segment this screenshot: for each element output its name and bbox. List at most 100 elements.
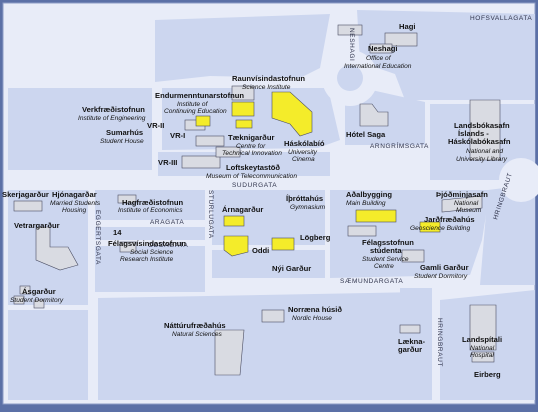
street-sturlugata: STURLUGATA xyxy=(207,190,214,239)
place-gamli-gardur[interactable]: Gamli Garður Student Dormitory xyxy=(414,263,469,280)
place-ithrottahus[interactable]: Íþróttahús Gymnasium xyxy=(286,194,326,211)
place-vr-i[interactable]: VR-I xyxy=(170,131,185,140)
svg-text:Social Science: Social Science xyxy=(130,249,174,256)
svg-text:Loftskeytastöð: Loftskeytastöð xyxy=(226,163,280,172)
place-raunvisindastofnun[interactable]: Raunvísindastofnun Science Institute xyxy=(232,74,305,91)
svg-text:Office of: Office of xyxy=(366,55,392,62)
place-sumarhus[interactable]: Sumarhús Student House xyxy=(100,128,144,145)
svg-text:Háskólabókasafn: Háskólabókasafn xyxy=(448,137,511,146)
svg-text:Aðalbygging: Aðalbygging xyxy=(346,190,392,199)
label-number-14: 14 xyxy=(113,228,122,237)
place-hjonagardar[interactable]: Hjónagarðar Married Students Housing xyxy=(50,190,101,214)
place-vr-iii[interactable]: VR-III xyxy=(158,158,177,167)
place-vr-ii[interactable]: VR-II xyxy=(147,121,164,130)
svg-text:Raunvísindastofnun: Raunvísindastofnun xyxy=(232,74,305,83)
svg-text:Museum of Telecommunication: Museum of Telecommunication xyxy=(206,173,297,180)
place-felagsvisindastofnun[interactable]: Félagsvísindastofnun Social Science Rese… xyxy=(108,239,186,263)
street-aragata: ARAGATA xyxy=(150,219,184,226)
street-arngrimsgata: ARNGRÍMSGATA xyxy=(370,141,429,150)
svg-text:Natural Sciences: Natural Sciences xyxy=(172,331,223,338)
street-saemundargata: SÆMUNDARGATA xyxy=(340,278,403,285)
svg-text:Landsbókasafn: Landsbókasafn xyxy=(454,121,510,130)
place-eirberg[interactable]: Eirberg xyxy=(474,370,501,379)
svg-text:Háskólabíó: Háskólabíó xyxy=(284,139,325,148)
svg-text:Institute of: Institute of xyxy=(177,101,209,108)
place-nyi-gardur[interactable]: Nýi Garður xyxy=(272,264,311,273)
svg-text:Neshagi: Neshagi xyxy=(368,44,398,53)
place-felagsstofnun[interactable]: Félagsstofnun stúdenta Student Service C… xyxy=(362,238,414,270)
street-oddagata: ODDAGATA xyxy=(148,242,188,249)
svg-text:Ásgarður: Ásgarður xyxy=(22,287,56,296)
svg-text:National and: National and xyxy=(466,148,503,155)
svg-text:Gymnasium: Gymnasium xyxy=(290,204,326,211)
place-jardfraedahus[interactable]: Jarðfræðahús Geoscience Building xyxy=(410,215,475,232)
svg-text:garður: garður xyxy=(398,345,422,354)
svg-text:Centre: Centre xyxy=(374,263,394,270)
place-asgardur[interactable]: Ásgarður Student Dormitory xyxy=(10,287,64,304)
svg-text:Housing: Housing xyxy=(62,207,87,214)
city-blocks xyxy=(8,10,535,400)
svg-text:Norræna húsið: Norræna húsið xyxy=(288,305,342,314)
svg-text:Tæknigarður: Tæknigarður xyxy=(228,133,274,142)
place-landspitali[interactable]: Landspítali National Hospital xyxy=(462,335,502,359)
place-arnagardur[interactable]: Árnagarður xyxy=(222,205,263,214)
svg-text:Sumarhús: Sumarhús xyxy=(106,128,143,137)
svg-text:Research Institute: Research Institute xyxy=(120,256,173,263)
svg-text:Main Building: Main Building xyxy=(346,200,386,207)
svg-text:Centre for: Centre for xyxy=(236,143,266,150)
place-hagi[interactable]: Hagi xyxy=(399,22,415,31)
street-hofsvallagata: HOFSVALLAGATA xyxy=(470,15,532,22)
svg-text:Náttúrufræðahús: Náttúrufræðahús xyxy=(164,321,226,330)
place-natturufraedihus[interactable]: Náttúrufræðahús Natural Sciences xyxy=(164,321,226,338)
svg-text:Íslands -: Íslands - xyxy=(458,129,489,138)
svg-text:Hagi: Hagi xyxy=(399,22,415,31)
svg-text:Nordic House: Nordic House xyxy=(292,315,332,322)
place-skerjagardur[interactable]: Skerjagarður xyxy=(2,190,49,199)
place-vetrargardur[interactable]: Vetrargarður xyxy=(14,221,60,230)
svg-text:Married Students: Married Students xyxy=(50,200,101,207)
svg-text:Landspítali: Landspítali xyxy=(462,335,502,344)
svg-text:Museum: Museum xyxy=(456,207,482,214)
svg-text:Jarðfræðahús: Jarðfræðahús xyxy=(424,215,475,224)
buildings xyxy=(13,24,501,376)
svg-text:Institute of Economics: Institute of Economics xyxy=(118,207,183,214)
svg-text:University: University xyxy=(288,149,318,156)
svg-text:Technical Innovation: Technical Innovation xyxy=(222,150,282,157)
svg-text:National: National xyxy=(454,200,479,207)
svg-text:Gamli Garður: Gamli Garður xyxy=(420,263,469,272)
place-oddi[interactable]: Oddi xyxy=(252,246,269,255)
street-neshagi: NESHAGI xyxy=(348,28,355,61)
svg-text:Continuing Education: Continuing Education xyxy=(164,108,227,115)
place-norraena-husid[interactable]: Norræna húsið Nordic House xyxy=(288,305,342,322)
svg-text:Cinema: Cinema xyxy=(292,156,315,163)
place-taeknigardur[interactable]: Tæknigarður Centre for Technical Innovat… xyxy=(222,133,282,157)
svg-text:Institute of Engineering: Institute of Engineering xyxy=(78,115,146,122)
svg-text:stúdenta: stúdenta xyxy=(370,246,402,255)
place-haskolabio[interactable]: Háskólabíó University Cinema xyxy=(284,139,325,163)
svg-text:Félagsvísindastofnun: Félagsvísindastofnun xyxy=(108,239,186,248)
svg-text:Félagsstofnun: Félagsstofnun xyxy=(362,238,414,247)
place-landsbokasafn[interactable]: Landsbókasafn Íslands - Háskólabókasafn … xyxy=(448,121,511,163)
svg-text:Lækna-: Lækna- xyxy=(398,337,425,346)
place-loftskeytastod[interactable]: Loftskeytastöð Museum of Telecommunicati… xyxy=(206,163,297,180)
place-laeknagardur[interactable]: Lækna- garður xyxy=(398,337,425,354)
place-thjodminjasafn[interactable]: Þjóðminjasafn National Museum xyxy=(436,190,488,214)
place-hagfraedistofnun[interactable]: Hagfræðistofnun Institute of Economics xyxy=(118,198,184,214)
svg-text:Hospital: Hospital xyxy=(470,352,494,359)
svg-text:Geoscience Building: Geoscience Building xyxy=(410,225,470,232)
svg-text:Hagfræðistofnun: Hagfræðistofnun xyxy=(122,198,184,207)
university-buildings xyxy=(195,91,441,257)
svg-text:Verkfræðistofnun: Verkfræðistofnun xyxy=(82,105,145,114)
svg-text:Íþróttahús: Íþróttahús xyxy=(286,194,323,203)
svg-text:Science Institute: Science Institute xyxy=(242,84,291,91)
place-verkfraedistofnun[interactable]: Verkfræðistofnun Institute of Engineerin… xyxy=(78,105,146,122)
place-hotel-saga[interactable]: Hótel Saga xyxy=(346,130,386,139)
place-neshagi[interactable]: Neshagi Office of International Educatio… xyxy=(344,44,412,70)
svg-text:Student House: Student House xyxy=(100,138,144,145)
place-endurmenntun[interactable]: Endurmenntunarstofnun Institute of Conti… xyxy=(155,91,244,115)
street-sudurgata: SUDURGATA xyxy=(232,182,277,189)
place-logberg[interactable]: Lögberg xyxy=(300,233,331,242)
place-adalbygging[interactable]: Aðalbygging Main Building xyxy=(346,190,392,207)
